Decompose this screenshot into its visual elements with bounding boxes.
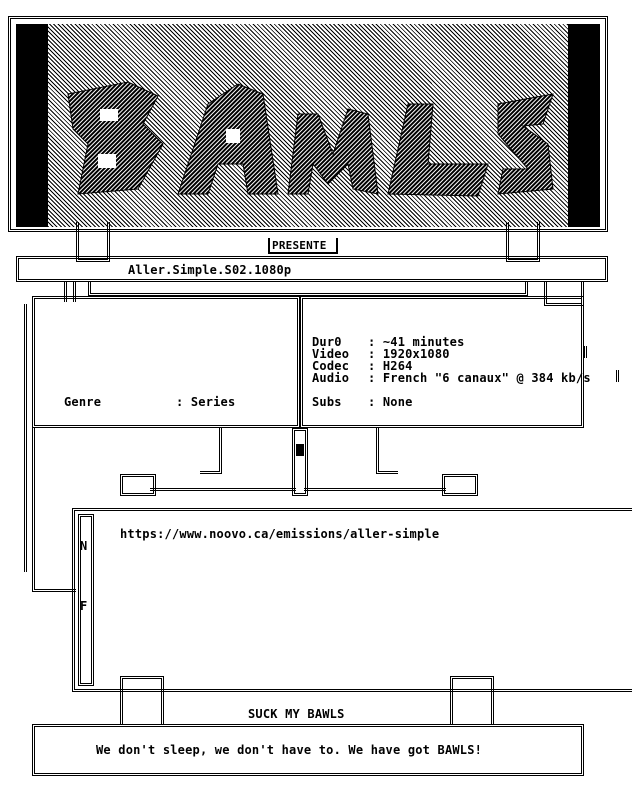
release-name: Aller.Simple.S02.1080p [128, 263, 292, 277]
duration-value: : ~41 minutes [368, 335, 465, 349]
scroll-join-right [304, 488, 446, 491]
left-rail-outer [24, 304, 27, 572]
logo-right-bar [568, 24, 600, 227]
info-panel-right [300, 296, 584, 428]
genre-label: Genre [64, 395, 102, 409]
bawls-logo [67, 81, 554, 197]
footer-connector-left [120, 676, 164, 724]
release-bar [16, 256, 608, 282]
nfo-side-letter-top: N [80, 539, 88, 553]
info-connector-left [64, 282, 76, 302]
info-panel-left [32, 296, 300, 428]
nfo-side-letter-bottom: F [80, 599, 88, 613]
codec-value: : H264 [368, 359, 413, 373]
center-knob [296, 444, 304, 456]
scroll-left [120, 474, 156, 496]
audio-value: : French "6 canaux" @ 384 kb/s [368, 371, 591, 385]
audio-end-marker [584, 346, 587, 358]
logo-connector-right [506, 222, 540, 262]
nfo-box [72, 508, 632, 692]
logo-left-bar [16, 24, 48, 227]
audio-end-marker-2 [616, 370, 619, 382]
presents-tag [268, 238, 338, 254]
scroll-right [442, 474, 478, 496]
duration-label: Dur0 [312, 335, 342, 349]
info-hook-left [200, 428, 222, 474]
logo-frame [8, 16, 608, 232]
nfo-url[interactable]: https://www.noovo.ca/emissions/aller-sim… [120, 527, 440, 541]
footer-box [32, 724, 584, 776]
scroll-join-left [150, 488, 296, 491]
genre-value: : Series [176, 395, 236, 409]
audio-label: Audio [312, 371, 350, 385]
logo-connector-left [76, 222, 110, 262]
codec-label: Codec [312, 359, 350, 373]
info-hook-right [376, 428, 398, 474]
release-under-bracket [88, 282, 528, 296]
footer-connector-right [450, 676, 494, 724]
video-value: : 1920x1080 [368, 347, 450, 361]
left-rail-box [32, 428, 76, 592]
footer-slogan: We don't sleep, we don't have to. We hav… [96, 743, 483, 757]
presents-label: PRESENTE [272, 239, 327, 252]
subs-value: : None [368, 395, 413, 409]
center-pillar [292, 428, 308, 496]
nfo-side-strip [78, 514, 94, 686]
footer-title: SUCK MY BAWLS [248, 707, 345, 721]
subs-label: Subs [312, 395, 342, 409]
info-connector-right [544, 282, 584, 306]
video-label: Video [312, 347, 350, 361]
